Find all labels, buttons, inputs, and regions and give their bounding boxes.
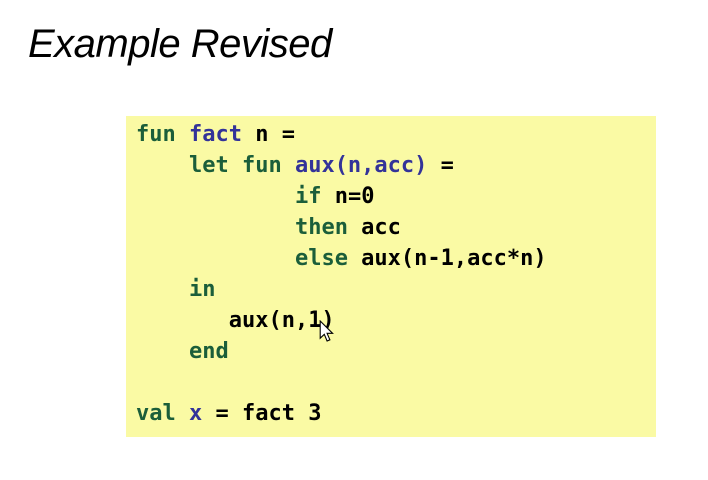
code-line: then acc: [136, 212, 547, 243]
code-indent: [136, 246, 295, 271]
code-line: if n=0: [136, 181, 547, 212]
code-token-plain: [176, 122, 189, 147]
code-indent: [136, 277, 189, 302]
code-token-kw: in: [188, 277, 216, 302]
code-token-id: fact: [189, 122, 242, 147]
code-token-plain: = fact 3: [202, 401, 322, 426]
code-token-plain: [282, 153, 295, 178]
code-token-kw: if: [294, 184, 322, 209]
code-line: fun fact n =: [136, 119, 547, 150]
code-token-id: aux(n,acc): [294, 153, 428, 178]
code-line: [136, 367, 547, 398]
code-token-kw: else: [294, 246, 348, 271]
code-token-kw: end: [188, 339, 229, 364]
code-token-kw: let fun: [188, 153, 282, 178]
code-line: aux(n,1): [136, 305, 547, 336]
code-line: in: [136, 274, 547, 305]
code-token-plain: n =: [241, 122, 295, 147]
code-token-plain: n=0: [321, 184, 375, 209]
code-indent: [136, 339, 189, 364]
code-token-kw: fun: [136, 122, 176, 147]
code-block: fun fact n = let fun aux(n,acc) = if n=0…: [126, 116, 656, 437]
code-line: end: [136, 336, 547, 367]
code-indent: [136, 215, 295, 240]
code-token-plain: aux(n-1,acc*n): [347, 246, 547, 271]
code-token-plain: [176, 401, 189, 426]
code-indent: [136, 308, 229, 333]
code-indent: [136, 153, 189, 178]
code-listing: fun fact n = let fun aux(n,acc) = if n=0…: [136, 119, 547, 429]
code-indent: [136, 184, 295, 209]
code-line: let fun aux(n,acc) =: [136, 150, 547, 181]
code-line: val x = fact 3: [136, 398, 547, 429]
code-token-id: x: [189, 401, 203, 426]
code-line: else aux(n-1,acc*n): [136, 243, 547, 274]
page-title: Example Revised: [28, 22, 332, 66]
code-token-kw: val: [136, 401, 176, 426]
code-token-kw: then: [294, 215, 348, 240]
code-token-plain: =: [427, 153, 454, 178]
code-token-plain: aux(n,1): [228, 308, 335, 333]
code-token-plain: acc: [347, 215, 401, 240]
